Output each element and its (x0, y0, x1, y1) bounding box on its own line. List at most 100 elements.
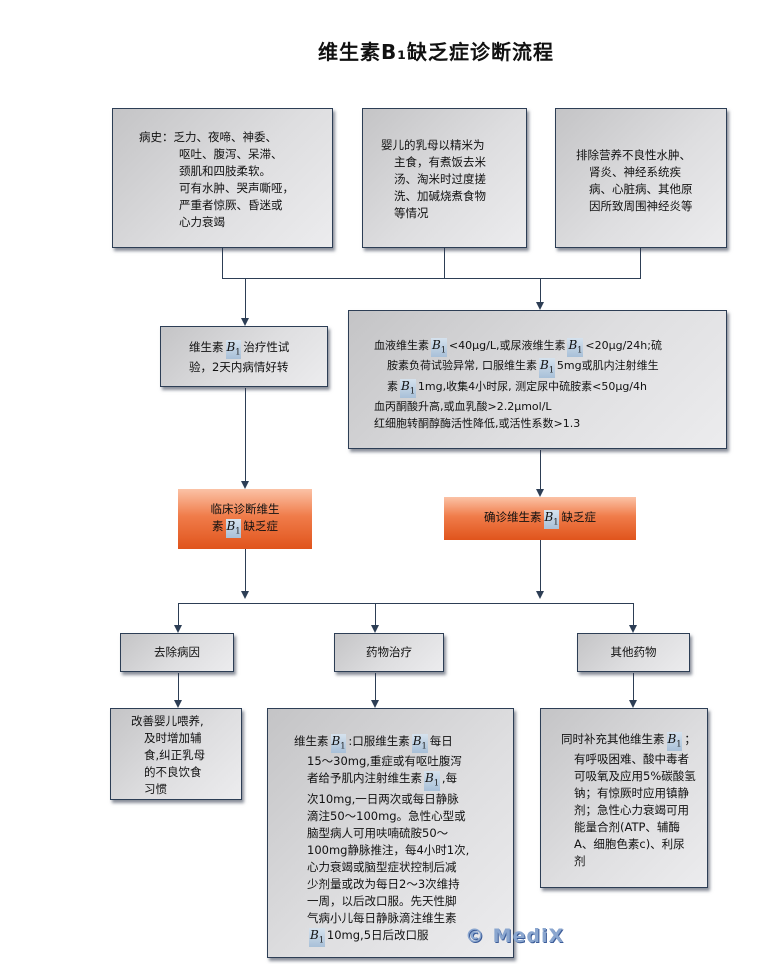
exclude-line: 排除营养不良性水肿、 (576, 148, 691, 162)
text: 剂；急性心力衰竭可用 (574, 803, 689, 818)
connector (178, 673, 179, 700)
text: A、细胞色素c)、利尿 (574, 837, 685, 852)
page-title: 维生素B₁缺乏症诊断流程 (317, 40, 554, 64)
connector (245, 388, 246, 481)
connector (540, 540, 541, 591)
text: 验，2天内病情好转 (189, 360, 289, 375)
arrow-down-icon (536, 591, 544, 599)
text: 去除病因 (154, 645, 200, 659)
exclude-box: 排除营养不良性水肿、 肾炎、神经系统疾 病、心脏病、其他原 因所致周围神经炎等 (555, 108, 727, 248)
text: 改善婴儿喂养, (131, 714, 204, 728)
b1-symbol: B1 (225, 340, 242, 360)
arrow-down-icon (241, 481, 249, 489)
other-drugs-box: 其他药物 (577, 633, 690, 672)
text: 维生素 (189, 340, 224, 354)
text: :口服维生素 (348, 734, 410, 748)
b1-symbol: B1 (567, 338, 584, 358)
text: 习惯 (144, 782, 167, 796)
connector (633, 603, 634, 625)
text: <40μg/L,或尿液维生素 (448, 339, 566, 352)
b1-symbol: B1 (424, 771, 440, 791)
history-line: 呕吐、腹泻、呆滞、 (179, 147, 283, 161)
history-line: 颈肌和四肢柔软。 (179, 164, 271, 178)
connector (633, 673, 634, 700)
text: 食,纠正乳母 (144, 748, 206, 762)
text: 5mg或肌内注射维生 (556, 359, 659, 373)
text: 其他药物 (610, 645, 657, 659)
diet-line: 洗、加碱烧煮食物 (394, 189, 486, 203)
text: 的不良饮食 (144, 765, 202, 779)
b1-symbol: B1 (539, 358, 555, 378)
exclude-line: 肾炎、神经系统疾 (589, 165, 681, 179)
arrow-down-icon (371, 700, 379, 708)
b1-symbol: B1 (431, 338, 447, 358)
text: 100mg静脉推注，每4小时1次, (307, 842, 470, 857)
text: 少剂量或改为每日2～3次维持 (307, 876, 460, 891)
text: <20μg/24h;硫 (585, 339, 662, 352)
exclude-line: 病、心脏病、其他原 (589, 182, 693, 196)
text: 红细胞转酮醇酶活性降低,或活性系数>1.3 (374, 417, 581, 431)
arrow-down-icon (536, 489, 544, 497)
connector (178, 603, 179, 625)
connector (222, 278, 641, 279)
text: 确诊维生素 (484, 510, 542, 524)
b1-symbol: B1 (225, 519, 242, 539)
history-line: 病史：乏力、夜啼、神委、 (139, 130, 277, 144)
text: 10mg,5日后改口服 (326, 927, 429, 942)
history-line: 可有水肿、哭声嘶哑， (179, 181, 294, 195)
text: 一周，以后改口服。先天性脚 (307, 893, 457, 908)
text: 素 (212, 519, 224, 533)
connector (178, 603, 634, 604)
text: ,每 (441, 771, 458, 786)
text: 有呼吸困难、酸中毒者 (574, 752, 689, 767)
history-line: 严重者惊厥、昏迷或 (179, 198, 283, 212)
text: 血丙酮酸升高,或血乳酸>2.2μmol/L (374, 400, 552, 414)
arrow-down-icon (174, 625, 182, 633)
history-line: 心力衰竭 (179, 215, 225, 229)
b1-symbol: B1 (309, 927, 325, 948)
b1-symbol: B1 (666, 732, 683, 752)
drug-therapy-box: 药物治疗 (334, 633, 444, 672)
text: 能量合剂(ATP、辅酶 (574, 820, 680, 835)
connector (245, 549, 246, 591)
diet-line: 等情况 (394, 206, 429, 220)
connector (245, 278, 246, 318)
text: 同时补充其他维生素 (561, 732, 665, 746)
connector (640, 248, 641, 278)
arrow-down-icon (174, 700, 182, 708)
text: 心力衰竭或脑型症状控制后减 (307, 859, 457, 874)
diet-line: 汤、淘米时过度搓 (394, 172, 486, 186)
b1-symbol: B1 (411, 734, 428, 754)
diet-box: 婴儿的乳母以精米为 主食，有煮饭去米 汤、淘米时过度搓 洗、加碱烧煮食物 等情况 (362, 108, 527, 248)
arrow-down-icon (241, 591, 249, 599)
text: 药物治疗 (366, 645, 412, 659)
connector (375, 603, 376, 625)
text: 气病小儿每日静脉滴注维生素 (307, 910, 457, 925)
text: 钠；有惊厥时应用镇静 (574, 786, 689, 801)
text: 临床诊断维生 (210, 502, 280, 516)
remove-cause-box: 去除病因 (120, 633, 234, 672)
arrow-down-icon (241, 318, 249, 326)
text: 剂 (574, 854, 586, 869)
connector (375, 673, 376, 700)
text: 次10mg,一日两次或每日静脉 (307, 791, 459, 806)
text: 血液维生素 (374, 339, 429, 352)
connector (222, 248, 223, 278)
text: 胺素负荷试验异常, 口服维生素 (387, 359, 537, 373)
text: 滴注50～100mg。急性心型或 (307, 808, 466, 823)
arrow-down-icon (371, 625, 379, 633)
arrow-down-icon (629, 700, 637, 708)
text: 者给予肌内注射维生素 (307, 771, 422, 786)
text: 及时增加辅 (144, 731, 202, 745)
history-box: 病史：乏力、夜啼、神委、 呕吐、腹泻、呆滞、 颈肌和四肢柔软。 可有水肿、哭声嘶… (112, 108, 333, 248)
text: 缺乏症 (561, 510, 596, 524)
b1-symbol: B1 (330, 734, 347, 754)
diet-line: 主食，有煮饭去米 (394, 155, 486, 169)
b1-symbol: B1 (400, 378, 416, 399)
text: 15～30mg,重症或有呕吐腹泻 (307, 754, 462, 769)
